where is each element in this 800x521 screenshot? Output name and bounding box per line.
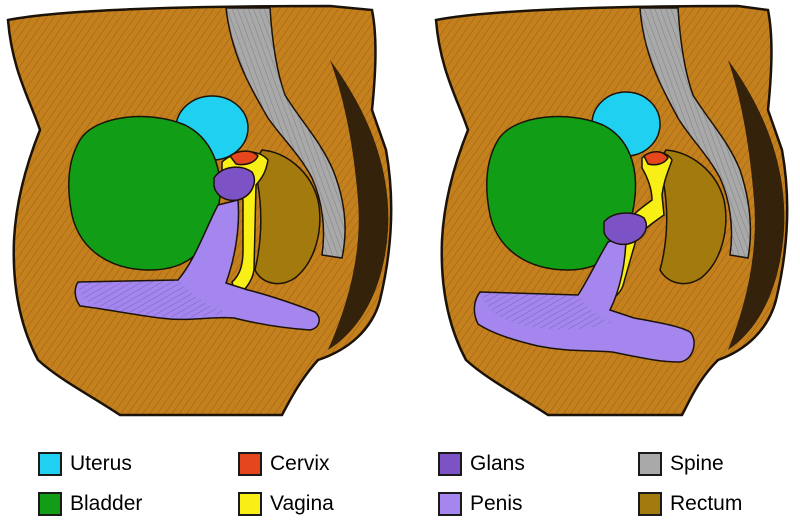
- cervix-swatch: [238, 452, 262, 476]
- legend: Uterus Bladder Cervix Vagina Glans Penis…: [0, 438, 800, 518]
- body-outline: [6, 4, 393, 417]
- left-diagram-panel: [6, 4, 393, 417]
- cervix: [643, 151, 669, 166]
- legend-label-glans: Glans: [470, 452, 525, 475]
- spine-swatch: [638, 452, 662, 476]
- scrotum-hatching: [480, 292, 612, 330]
- uterus-swatch: [38, 452, 62, 476]
- legend-label-bladder: Bladder: [70, 492, 143, 515]
- legend-item-glans: Glans: [438, 449, 525, 479]
- legend-item-penis: Penis: [438, 489, 523, 519]
- legend-label-cervix: Cervix: [270, 452, 330, 475]
- legend-label-spine: Spine: [670, 452, 724, 475]
- cervix: [228, 150, 259, 166]
- glans: [603, 212, 648, 246]
- legend-label-uterus: Uterus: [70, 452, 132, 475]
- vagina-swatch: [238, 492, 262, 516]
- body-outline: [434, 4, 789, 417]
- penis-swatch: [438, 492, 462, 516]
- sagittal-cross-section-figure: [6, 4, 789, 417]
- legend-item-spine: Spine: [638, 449, 724, 479]
- rectum-swatch: [638, 492, 662, 516]
- legend-label-rectum: Rectum: [670, 492, 743, 515]
- spine-hatching: [640, 8, 751, 258]
- bladder-swatch: [38, 492, 62, 516]
- spine-hatching: [226, 8, 345, 258]
- legend-item-cervix: Cervix: [238, 449, 330, 479]
- back-shadow: [728, 60, 785, 350]
- right-diagram-panel: [434, 4, 789, 417]
- back-shadow: [328, 60, 389, 350]
- legend-item-rectum: Rectum: [638, 489, 742, 519]
- rectum: [254, 149, 321, 285]
- legend-item-bladder: Bladder: [38, 489, 142, 519]
- legend-item-vagina: Vagina: [238, 489, 334, 519]
- glans-swatch: [438, 452, 462, 476]
- scrotum-hatching: [78, 280, 226, 318]
- glans: [213, 166, 256, 202]
- legend-item-uterus: Uterus: [38, 449, 132, 479]
- legend-label-penis: Penis: [470, 492, 523, 515]
- legend-label-vagina: Vagina: [270, 492, 334, 515]
- penis: [473, 233, 695, 363]
